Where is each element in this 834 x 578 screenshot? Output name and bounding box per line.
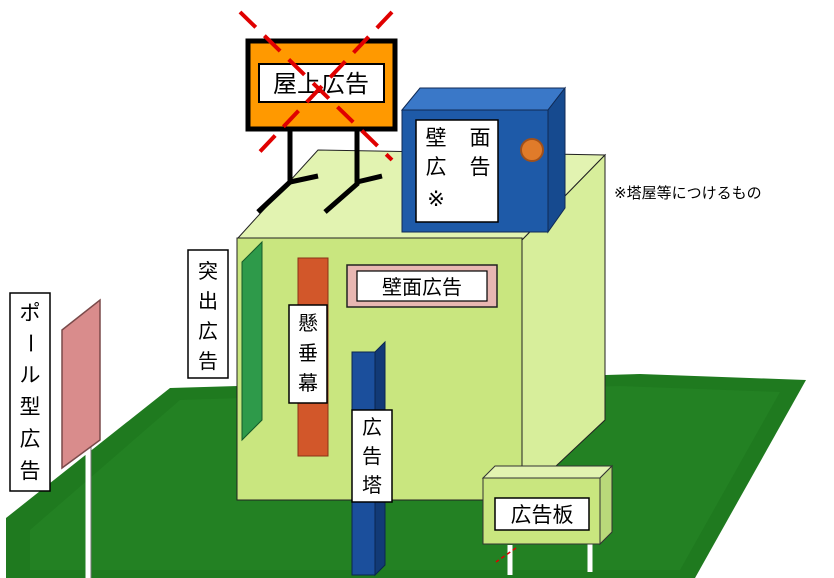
rooftop-sign-label: 屋上広告 [273,70,369,98]
board-label-box [494,497,590,531]
board-top [481,465,614,479]
pole-char-2: ー [18,333,42,354]
wall-box-char-2: 面 [470,126,491,150]
wall-box-char-4: 告 [470,155,491,179]
tower-char-2: 告 [362,444,382,468]
wall-box-char-5: ※ [427,187,445,211]
wall-box-side [547,86,566,234]
pole-char-1: ポ [20,301,41,325]
projecting-label-box [187,249,229,379]
board-side [599,464,613,546]
projecting-char-1: 突 [198,259,218,283]
pole-sign [61,298,101,470]
banner-label-box [288,304,328,404]
wall-box-top [400,87,567,111]
projecting-sign [241,240,263,442]
banner-char-2: 垂 [298,341,318,365]
projecting-char-4: 告 [198,349,218,373]
board-label: 広告板 [511,503,574,527]
rooftop-sign-legs-3 [289,173,319,185]
rooftop-sign-label-box [258,63,385,103]
wall-ad-label: 壁面広告 [382,275,462,299]
prohibited-cross-mark [238,10,394,162]
rooftop-sign-legs-2 [354,120,383,186]
tower-char-1: 広 [362,415,382,439]
projecting-char-3: 広 [198,319,218,343]
pole-char-4: 型 [20,395,41,419]
pole-char-3: ル [20,363,41,387]
pole-char-6: 告 [20,459,41,483]
pole-label-box [9,292,51,492]
wall-box-label-box [415,119,499,223]
wall-box-char-1: 壁 [426,126,447,150]
projecting-char-2: 出 [198,289,218,313]
wall-box-emblem [520,138,544,162]
banner-char-3: 幕 [298,371,318,395]
tower-char-3: 塔 [362,473,382,497]
pole-char-5: 広 [20,427,41,451]
wall-ad-label-box [356,270,488,302]
banner-char-1: 懸 [298,311,318,335]
tower-label-box [351,409,393,503]
wall-note: ※塔屋等につけるもの [614,184,762,202]
wall-box-char-3: 広 [426,155,447,179]
